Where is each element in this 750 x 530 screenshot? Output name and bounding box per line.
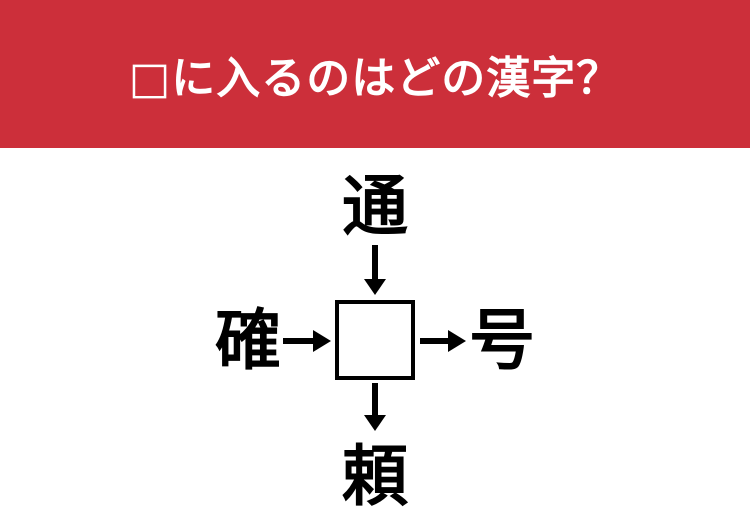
arrow-down-bottom-icon bbox=[364, 383, 386, 431]
arrow-right-left-icon bbox=[283, 330, 331, 352]
kanji-bottom: 頼 bbox=[342, 438, 408, 515]
kanji-left: 確 bbox=[215, 302, 281, 379]
kanji-top: 通 bbox=[342, 168, 408, 245]
answer-blank-box bbox=[335, 300, 415, 380]
header-banner: □に入るのはどの漢字？ bbox=[0, 0, 750, 148]
header-title: □に入るのはどの漢字？ bbox=[128, 53, 622, 104]
kanji-right: 号 bbox=[469, 302, 535, 379]
arrow-right-right-icon bbox=[420, 330, 466, 352]
arrow-down-top-icon bbox=[364, 245, 386, 295]
